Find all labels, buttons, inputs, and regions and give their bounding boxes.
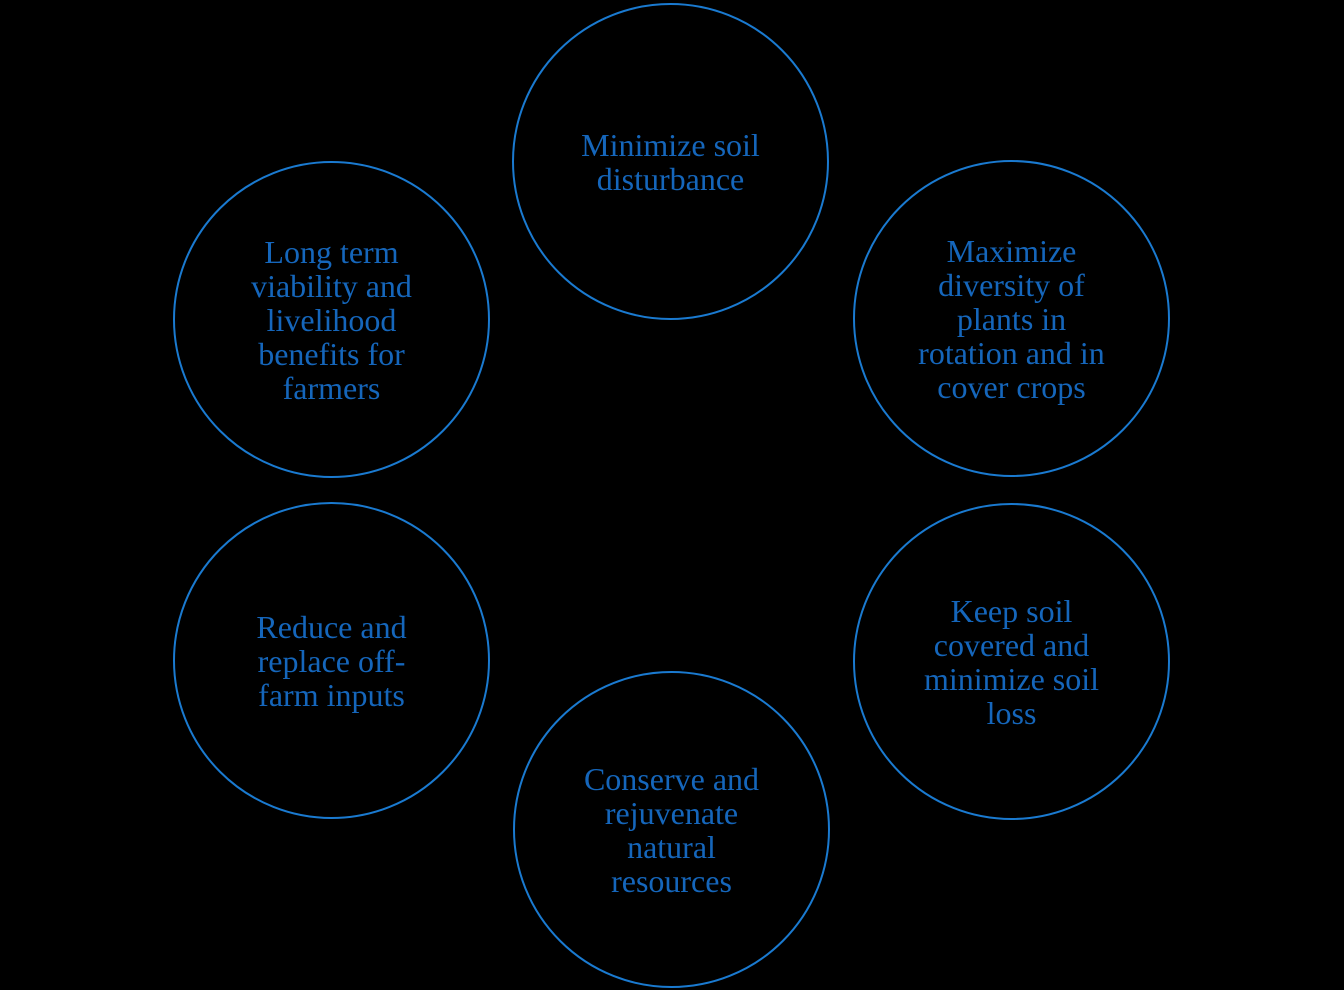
circle-node-maximize-diversity: Maximize diversity of plants in rotation… bbox=[853, 160, 1170, 477]
circle-label-minimize-soil-disturbance: Minimize soil disturbance bbox=[581, 126, 760, 197]
circle-node-minimize-soil-disturbance: Minimize soil disturbance bbox=[512, 3, 829, 320]
circle-label-maximize-diversity: Maximize diversity of plants in rotation… bbox=[918, 232, 1105, 405]
circle-node-conserve-natural-resources: Conserve and rejuvenate natural resource… bbox=[513, 671, 830, 988]
circle-node-keep-soil-covered: Keep soil covered and minimize soil loss bbox=[853, 503, 1170, 820]
circle-node-long-term-viability: Long term viability and livelihood benef… bbox=[173, 161, 490, 478]
circle-label-keep-soil-covered: Keep soil covered and minimize soil loss bbox=[923, 592, 1100, 731]
circle-node-reduce-replace-off-farm-inputs: Reduce and replace off- farm inputs bbox=[173, 502, 490, 819]
circle-label-reduce-replace-off-farm-inputs: Reduce and replace off- farm inputs bbox=[256, 608, 407, 713]
circle-label-long-term-viability: Long term viability and livelihood benef… bbox=[251, 233, 412, 406]
circle-label-conserve-natural-resources: Conserve and rejuvenate natural resource… bbox=[583, 760, 760, 899]
